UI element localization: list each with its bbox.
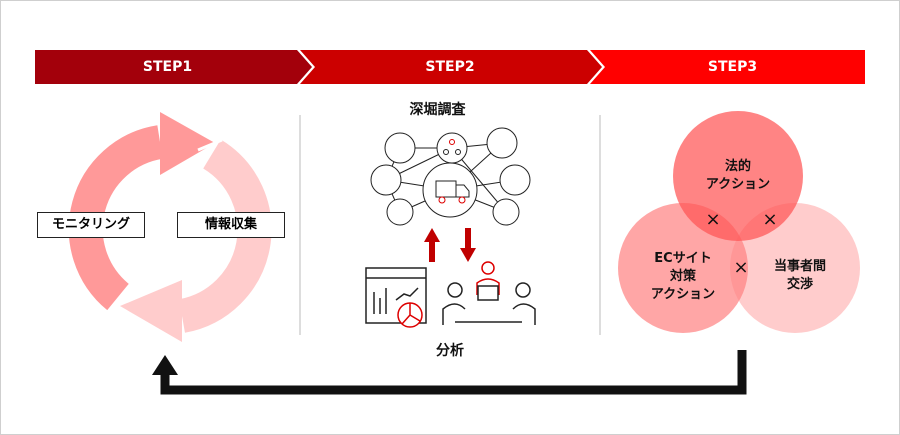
negotiation-line2: 交渉 [786,277,813,292]
venn-diagram [618,111,860,333]
negotiation-line1: 当事者間 [773,259,826,274]
negotiation-label: 当事者間 交渉 [750,258,850,294]
info-collection-label: 情報収集 [177,212,285,238]
step3-label: STEP3 [707,59,758,75]
feedback-arrow [160,350,747,395]
ec-site-action-label: ECサイト 対策 アクション [633,250,733,304]
ec-line2: 対策 [669,269,696,284]
arrows-icon [424,228,476,262]
network-icon [370,127,531,226]
analysis-label: 分析 [436,343,464,359]
meeting-icon [442,261,536,325]
cycle-icon [68,112,272,342]
legal-line1: 法的 [724,159,751,174]
step1-label: STEP1 [142,59,193,75]
legal-action-label: 法的 アクション [688,158,788,194]
cross-mark: × [762,209,778,230]
step2-bar [300,50,602,84]
step1-bar [35,50,312,84]
step3-bar [590,50,865,84]
cross-mark: × [733,257,749,278]
ec-line1: ECサイト [654,251,712,266]
deep-investigation-label: 深堀調査 [409,102,466,118]
feedback-arrowhead [152,355,178,375]
ec-line3: アクション [650,287,716,302]
cross-mark: × [705,209,721,230]
analytics-chart-icon [365,267,427,328]
legal-line2: アクション [705,177,771,192]
step2-label: STEP2 [425,59,475,75]
monitoring-label: モニタリング [37,212,145,238]
